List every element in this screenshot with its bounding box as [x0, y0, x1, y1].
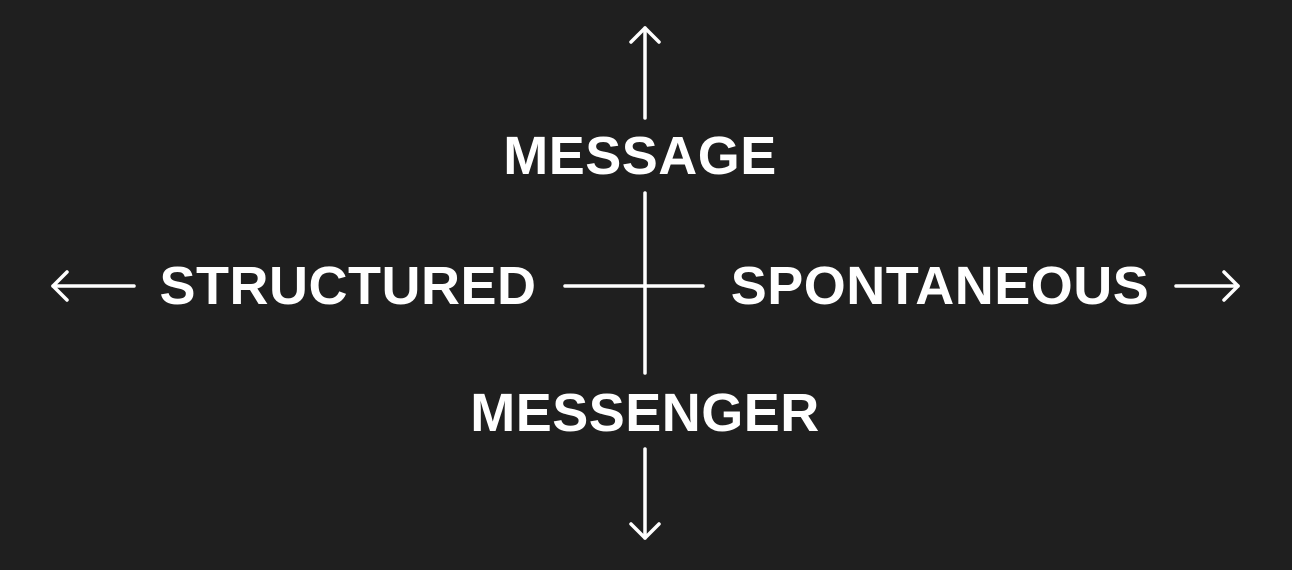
- up-arrow-icon: [629, 26, 661, 120]
- left-arrow-icon: [51, 270, 136, 302]
- axis-label-right: SPONTANEOUS: [730, 256, 1150, 316]
- axis-label-top: MESSAGE: [503, 126, 777, 186]
- right-arrow-icon: [1174, 270, 1240, 302]
- down-arrow-icon: [629, 447, 661, 540]
- axis-label-left: STRUCTURED: [159, 256, 537, 316]
- axis-label-bottom: MESSENGER: [470, 383, 820, 443]
